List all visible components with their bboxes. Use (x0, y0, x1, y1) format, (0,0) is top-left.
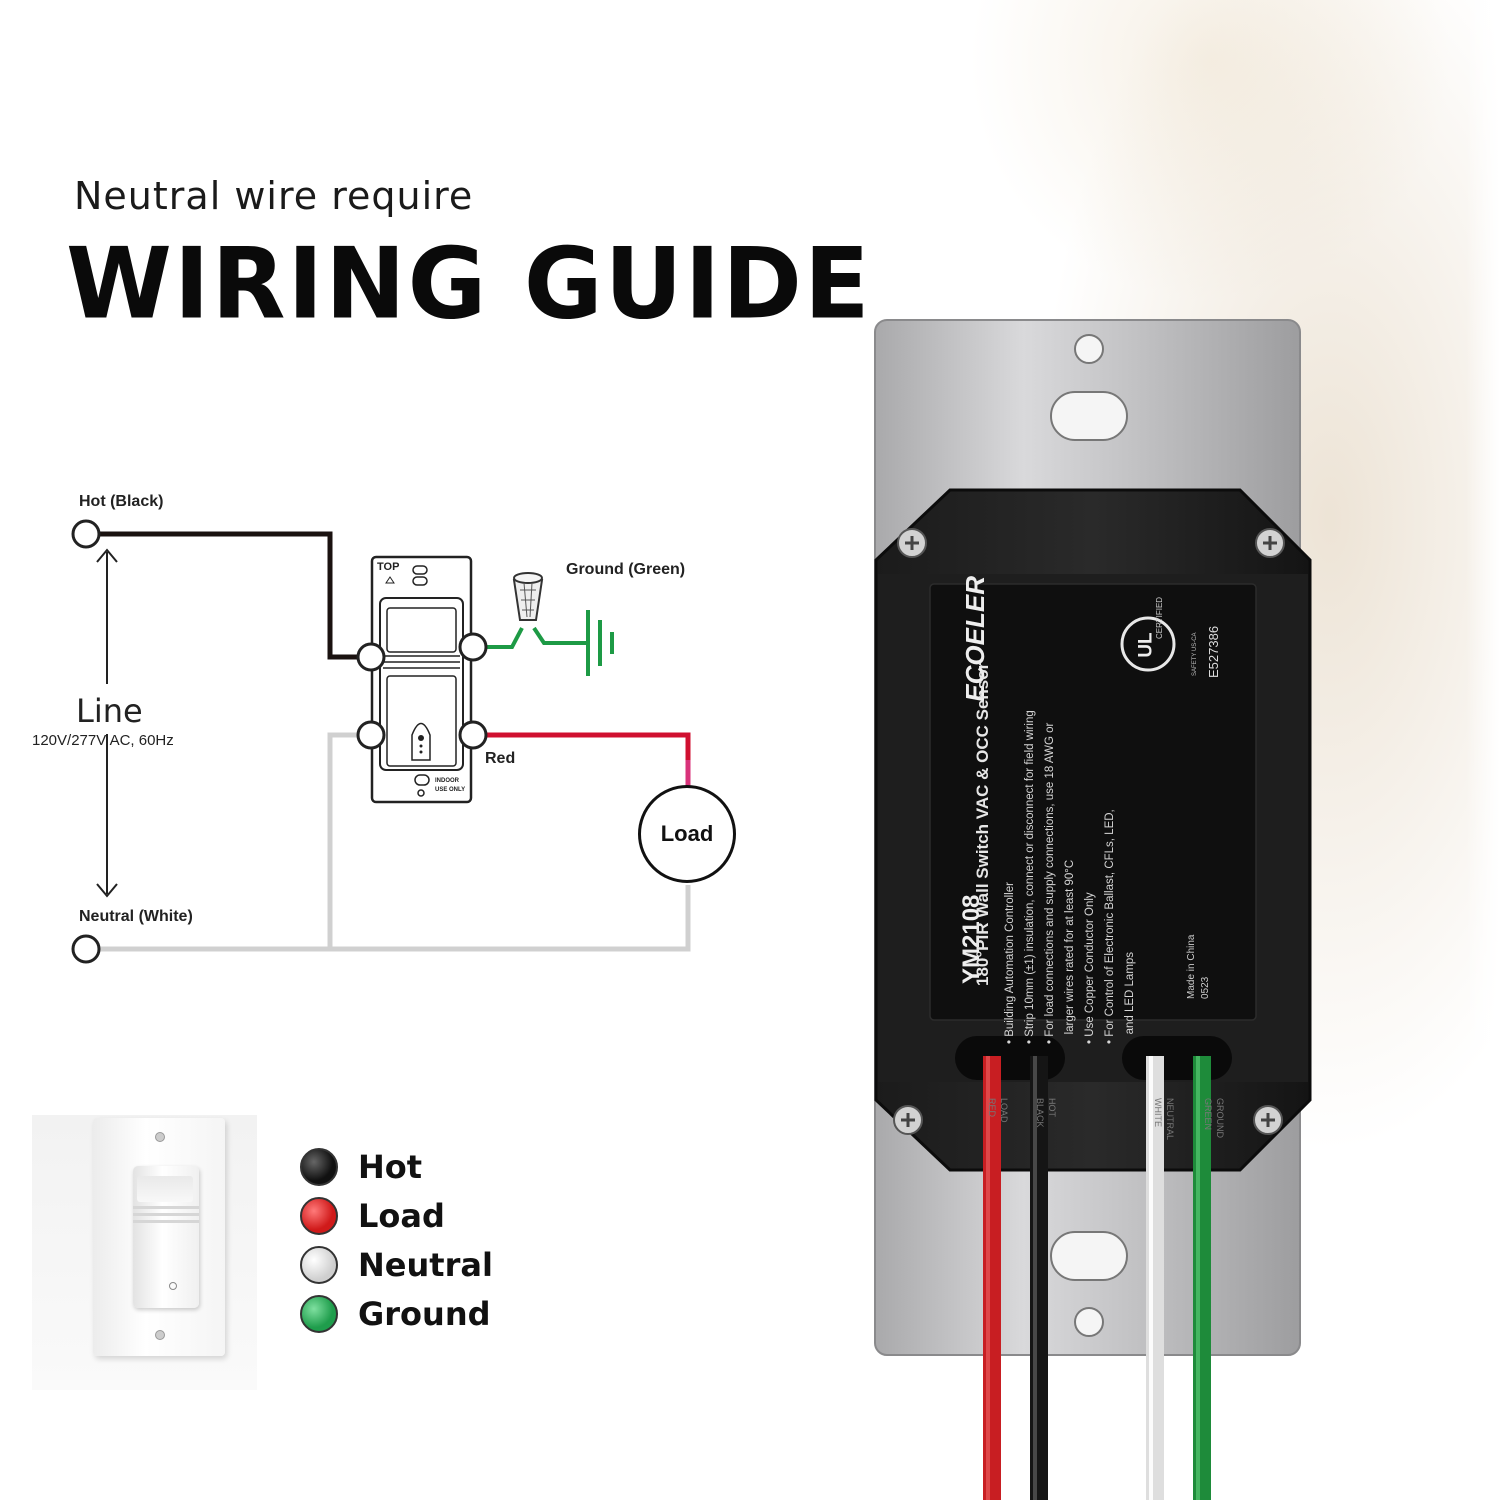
wire-label-bottom: WHITE (1153, 1098, 1163, 1127)
page-title: WIRING GUIDE (66, 226, 872, 342)
neutral-terminal (71, 934, 101, 964)
switch-terminal-load (458, 720, 488, 750)
line-arrow (96, 548, 118, 898)
wire-label-bottom: GREEN (1203, 1098, 1213, 1131)
switch-top-label: TOP (377, 561, 400, 573)
color-legend: Hot Load Neutral Ground (300, 1142, 493, 1338)
lot-code: 0523 (1200, 976, 1211, 999)
wire-label-top: GROUND (1215, 1098, 1225, 1138)
switch-terminal-hot (356, 642, 386, 672)
spec-item: • Building Automation Controller (1004, 882, 1016, 1044)
wire-label-top: LOAD (999, 1098, 1009, 1123)
neutral-wire (98, 885, 691, 952)
made-in: Made in China (1186, 934, 1197, 999)
device-label-text: ECOELER YM2108 180°PIR Wall Switch VAC &… (930, 576, 1256, 1044)
ground-symbol (586, 610, 614, 676)
switch-terminal-neutral (356, 720, 386, 750)
wire-label-load: LOAD RED (970, 1098, 1010, 1138)
strap-slot-bottom (1050, 1231, 1128, 1281)
wire-label-ground: GROUND GREEN (1186, 1098, 1226, 1154)
legend-label: Ground (358, 1294, 491, 1333)
screw-icon (897, 528, 927, 558)
switch-use-only-label: USE ONLY (435, 787, 466, 793)
background-edge (1466, 0, 1500, 1500)
screw-icon (1253, 1105, 1283, 1135)
screw-icon (1255, 528, 1285, 558)
strap-hole-bottom (1074, 1307, 1104, 1337)
legend-item-load: Load (300, 1191, 493, 1240)
wire-label-neutral: NEUTRAL WHITE (1136, 1098, 1176, 1154)
spec-item: larger wires rated for at least 90°C (1064, 859, 1076, 1044)
spec-item: • Strip 10mm (±1) insulation, connect or… (1024, 710, 1036, 1044)
origin-info: Made in China 0523 (1185, 909, 1225, 999)
wire-label-top: HOT (1047, 1098, 1057, 1117)
ground-wire (486, 627, 524, 649)
ul-certified: CERTIFIED (1155, 596, 1164, 639)
neutral-label: Neutral (White) (79, 908, 193, 925)
legend-label: Load (358, 1196, 445, 1235)
wire-label-top: NEUTRAL (1165, 1098, 1175, 1141)
ul-logo (1120, 616, 1176, 672)
line-spec: 120V/277V AC, 60Hz (32, 732, 174, 749)
legend-item-ground: Ground (300, 1289, 493, 1338)
wire-nut-icon (512, 572, 544, 621)
wire-label-bottom: RED (987, 1098, 997, 1118)
wire-label-bottom: BLACK (1035, 1098, 1045, 1128)
legend-item-hot: Hot (300, 1142, 493, 1191)
wire-label-hot: HOT BLACK (1018, 1098, 1058, 1138)
neutral-branch-wire (327, 732, 358, 949)
product-label (929, 583, 1257, 1021)
ul-number: E527386 (1206, 625, 1221, 678)
legend-item-neutral: Neutral (300, 1240, 493, 1289)
wall-plate (93, 1118, 225, 1356)
strap-slot-top (1050, 391, 1128, 441)
spec-item: and LED Lamps (1124, 951, 1136, 1044)
spec-list: • Building Automation Controller • Strip… (1000, 644, 1140, 1044)
strap-hole-top (1074, 334, 1104, 364)
legend-label: Hot (358, 1147, 423, 1186)
legend-label: Neutral (358, 1245, 493, 1284)
subtitle: Neutral wire require (74, 174, 474, 218)
spec-item: • For load connections and supply connec… (1044, 722, 1056, 1044)
legend-swatch (300, 1196, 338, 1235)
line-label: Line (76, 692, 143, 730)
ground-wire-2 (532, 626, 588, 645)
spec-item: • Use Copper Conductor Only (1084, 892, 1096, 1044)
legend-swatch (300, 1245, 338, 1284)
spec-item: • For Control of Electronic Ballast, CFL… (1104, 809, 1116, 1044)
red-label: Red (485, 750, 516, 767)
legend-swatch (300, 1294, 338, 1333)
switch-indoor-label: INDOOR (435, 778, 459, 784)
ground-label: Ground (Green) (566, 561, 686, 578)
ul-safety: SAFETY US-CA (1192, 632, 1198, 676)
load-wire-red (486, 732, 691, 760)
hot-label: Hot (Black) (79, 493, 164, 510)
hot-terminal (71, 519, 101, 549)
hot-wire (98, 531, 358, 660)
legend-swatch (300, 1147, 338, 1186)
load-symbol: Load (638, 785, 736, 883)
switch-terminal-ground (458, 632, 488, 662)
switch-device (370, 555, 473, 804)
screw-icon (893, 1105, 923, 1135)
product-name: 180°PIR Wall Switch VAC & OCC Sensor (973, 662, 992, 986)
